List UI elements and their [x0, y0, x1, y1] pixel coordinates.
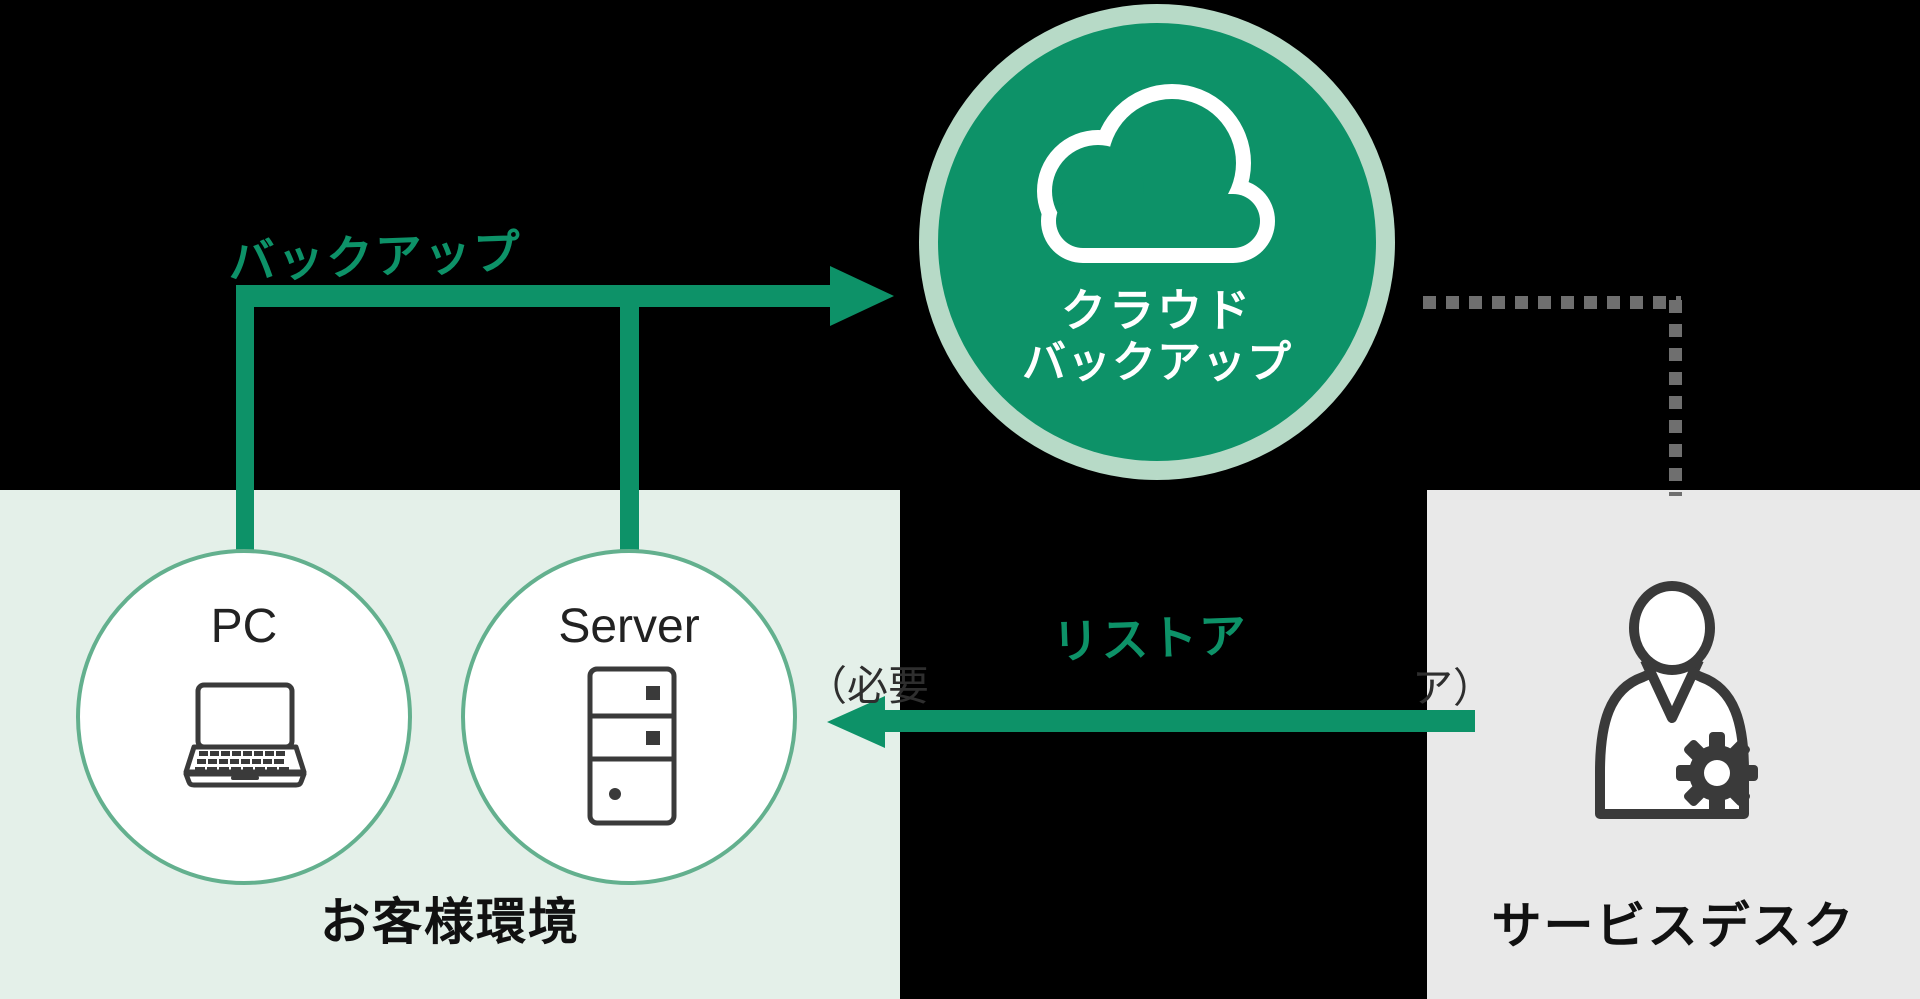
restore-note-fragment-right: ア） [1412, 665, 1494, 711]
person-gear-icon [1595, 581, 1758, 819]
restore-note-fragment-left: （必要 [806, 663, 929, 709]
restore-flow-label: リストア [1051, 608, 1250, 669]
server-node-label: Server [558, 600, 700, 653]
dotted-connector-vertical [1669, 300, 1682, 496]
pc-node-label: PC [210, 600, 278, 653]
gear-icon [1676, 732, 1758, 814]
server-node-circle: Server [461, 549, 797, 885]
pc-node-circle: PC [76, 549, 412, 885]
backup-line-from-pc [236, 285, 254, 551]
dotted-connector-horizontal [1423, 296, 1681, 309]
backup-arrowhead [830, 266, 894, 326]
service-desk-title: サービスデスク [1491, 898, 1856, 954]
cloud-icon [1037, 84, 1275, 263]
server-tower-icon [587, 666, 677, 826]
restore-arrowhead [827, 696, 885, 748]
laptop-icon [183, 682, 307, 788]
backup-flow-label: バックアップ [227, 224, 523, 289]
backup-line-from-server [620, 285, 639, 551]
customer-environment-title: お客様環境 [320, 894, 580, 950]
restore-arrow-shaft [885, 710, 1475, 732]
service-desk-box: サービスデスク [1427, 490, 1920, 999]
backup-arrow-shaft [236, 285, 830, 307]
cloud-label-line2: バックアップ [1022, 338, 1292, 387]
cloud-label-line1: クラウド [1060, 285, 1253, 336]
